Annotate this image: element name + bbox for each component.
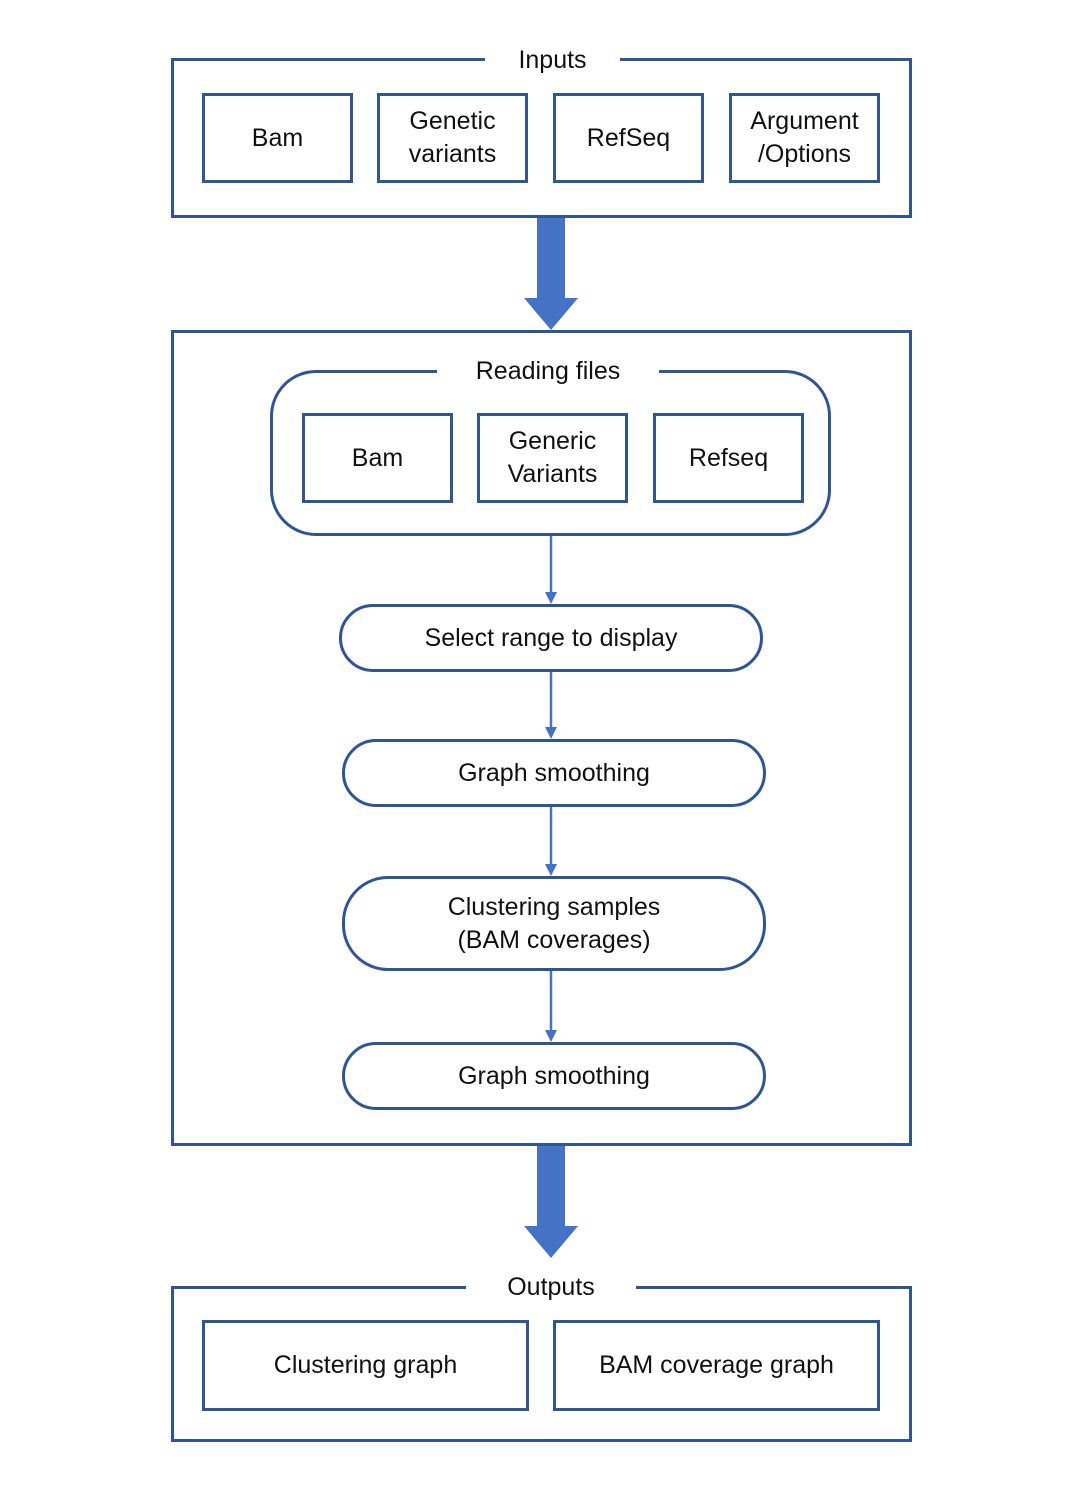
step-select-range: Select range to display <box>339 604 763 672</box>
input-arguments-options-box: Argument /Options <box>729 93 880 183</box>
inputs-title: Inputs <box>485 44 620 76</box>
outputs-title: Outputs <box>466 1271 636 1303</box>
input-refseq-box: RefSeq <box>553 93 704 183</box>
reading-generic-variants-box: Generic Variants <box>477 413 628 503</box>
reading-bam-box: Bam <box>302 413 453 503</box>
reading-files-title: Reading files <box>437 355 659 387</box>
step-clustering-samples: Clustering samples (BAM coverages) <box>342 876 766 971</box>
output-clustering-graph-box: Clustering graph <box>202 1320 529 1411</box>
big-arrow-inputs-to-processing <box>524 218 578 330</box>
input-genetic-variants-box: Genetic variants <box>377 93 528 183</box>
big-arrow-processing-to-outputs <box>524 1146 578 1258</box>
reading-refseq-box: Refseq <box>653 413 804 503</box>
input-bam-box: Bam <box>202 93 353 183</box>
output-bam-coverage-graph-box: BAM coverage graph <box>553 1320 880 1411</box>
step-graph-smoothing-2: Graph smoothing <box>342 1042 766 1110</box>
step-graph-smoothing-1: Graph smoothing <box>342 739 766 807</box>
